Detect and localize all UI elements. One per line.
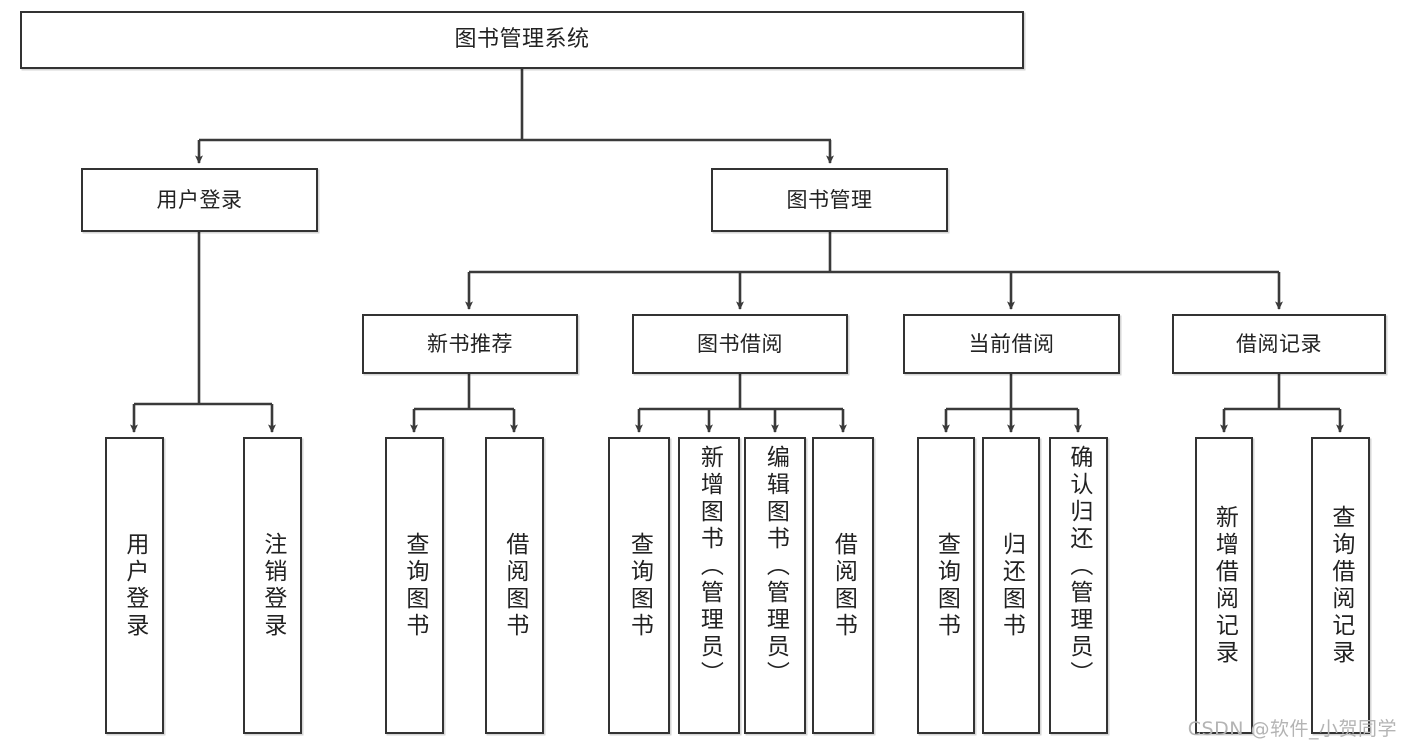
node-label: 借阅图书 bbox=[501, 531, 528, 640]
node-book-borrow[interactable]: 图书借阅 bbox=[632, 314, 848, 374]
node-root-system[interactable]: 图书管理系统 bbox=[20, 11, 1024, 69]
node-label: 当前借阅 bbox=[968, 331, 1055, 356]
node-leaf-query-book-current[interactable]: 查询图书 bbox=[917, 437, 975, 734]
node-label: 查询图书 bbox=[626, 531, 653, 640]
node-user-login[interactable]: 用户登录 bbox=[81, 168, 318, 232]
node-book-management[interactable]: 图书管理 bbox=[711, 168, 948, 232]
node-label: 注销登录 bbox=[259, 531, 286, 640]
node-leaf-add-borrow-record[interactable]: 新增借阅记录 bbox=[1195, 437, 1253, 734]
node-label: 查询图书 bbox=[933, 531, 960, 640]
node-label: 用户登录 bbox=[121, 531, 148, 640]
node-leaf-edit-book-admin[interactable]: 编辑图书（管理员） bbox=[744, 437, 806, 734]
node-current-borrow[interactable]: 当前借阅 bbox=[903, 314, 1120, 374]
node-leaf-borrow-book-recommend[interactable]: 借阅图书 bbox=[485, 437, 544, 734]
node-leaf-user-login[interactable]: 用户登录 bbox=[105, 437, 164, 734]
csdn-watermark: CSDN @软件_小贺同学 bbox=[1187, 718, 1397, 740]
node-borrow-record[interactable]: 借阅记录 bbox=[1172, 314, 1386, 374]
node-label: 查询图书 bbox=[401, 531, 428, 640]
node-new-book-recommend[interactable]: 新书推荐 bbox=[362, 314, 578, 374]
node-label: 用户登录 bbox=[156, 187, 243, 212]
node-label: 新增图书（管理员） bbox=[696, 445, 723, 688]
node-label: 归还图书 bbox=[998, 531, 1025, 640]
node-leaf-query-borrow-record[interactable]: 查询借阅记录 bbox=[1311, 437, 1370, 734]
node-leaf-return-book[interactable]: 归还图书 bbox=[982, 437, 1040, 734]
node-label: 查询借阅记录 bbox=[1327, 504, 1354, 667]
node-label: 编辑图书（管理员） bbox=[762, 445, 789, 688]
node-leaf-logout[interactable]: 注销登录 bbox=[243, 437, 302, 734]
node-label: 新增借阅记录 bbox=[1211, 504, 1238, 667]
node-label: 图书借阅 bbox=[697, 331, 783, 356]
node-label: 借阅记录 bbox=[1236, 331, 1322, 356]
node-label: 确认归还（管理员） bbox=[1065, 445, 1092, 688]
node-leaf-add-book-admin[interactable]: 新增图书（管理员） bbox=[678, 437, 740, 734]
node-label: 借阅图书 bbox=[830, 531, 857, 640]
node-label: 新书推荐 bbox=[427, 331, 513, 356]
node-leaf-confirm-return-admin[interactable]: 确认归还（管理员） bbox=[1049, 437, 1108, 734]
node-leaf-borrow-book-borrow[interactable]: 借阅图书 bbox=[812, 437, 874, 734]
node-label: 图书管理 bbox=[786, 187, 873, 212]
node-leaf-query-book-borrow[interactable]: 查询图书 bbox=[608, 437, 670, 734]
node-label: 图书管理系统 bbox=[454, 27, 590, 53]
node-leaf-query-book-recommend[interactable]: 查询图书 bbox=[385, 437, 444, 734]
